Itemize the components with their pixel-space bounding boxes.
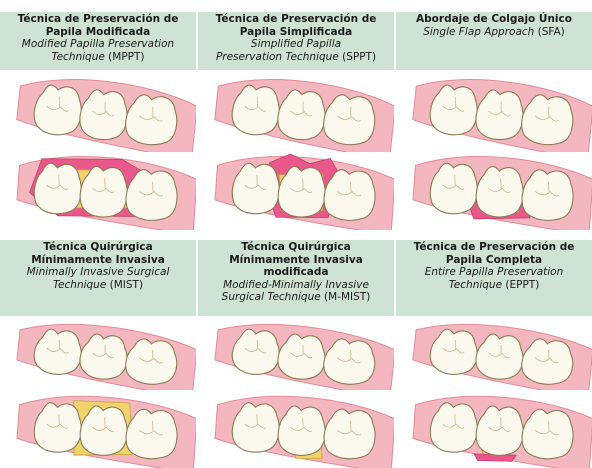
technique-title-line: Papila Modificada (2, 26, 194, 39)
technique-title-line: Mínimamente Invasiva (200, 254, 392, 267)
illustration-before (198, 72, 394, 152)
teeth-diagram (396, 148, 592, 230)
illustration-before (0, 72, 196, 152)
technique-title-line: Técnica de Preservación de (200, 13, 392, 26)
technique-abbreviation: (MPPT) (105, 51, 145, 63)
technique-title-line: Papila Simplificada (200, 26, 392, 39)
teeth-diagram (198, 148, 394, 230)
technique-english-name: Minimally Invasive Surgical (27, 266, 170, 278)
teeth-diagram (0, 388, 196, 468)
technique-english-name: Simplified Papilla (251, 38, 341, 50)
technique-subtitle-line: Technique (MIST) (2, 279, 194, 292)
teeth-diagram (0, 318, 196, 390)
technique-abbreviation: (SPPT) (339, 51, 376, 63)
illustration-incision (198, 388, 394, 468)
technique-subtitle-line: Technique (EPPT) (398, 279, 590, 292)
technique-abbreviation: (SFA) (534, 26, 564, 38)
illustration-before (198, 318, 394, 390)
technique-subtitle-line: Modified Papilla Preservation (2, 38, 194, 51)
teeth-diagram (396, 318, 592, 390)
technique-subtitle-line: Technique (MPPT) (2, 51, 194, 64)
technique-english-name: Technique (51, 51, 104, 63)
teeth-diagram (198, 72, 394, 152)
technique-title-line: Abordaje de Colgajo Único (398, 13, 590, 26)
technique-subtitle-line: Minimally Invasive Surgical (2, 266, 194, 279)
technique-abbreviation: (EPPT) (502, 279, 539, 291)
illustration-before (0, 318, 196, 390)
illustration-incision (396, 388, 592, 468)
illustration-before (396, 318, 592, 390)
technique-title-line: Técnica Quirúrgica (200, 241, 392, 254)
technique-subtitle-line: Surgical Technique (M-MIST) (200, 291, 392, 304)
teeth-diagram (198, 318, 394, 390)
technique-english-name: Entire Papilla Preservation (425, 266, 564, 278)
illustration-incision (396, 148, 592, 230)
technique-header: Técnica QuirúrgicaMínimamente Invasivamo… (198, 240, 394, 316)
technique-english-name: Surgical Technique (222, 291, 321, 303)
teeth-diagram (0, 72, 196, 152)
technique-abbreviation: (M-MIST) (321, 291, 371, 303)
technique-title-line: Técnica Quirúrgica (2, 241, 194, 254)
technique-subtitle-line: Preservation Technique (SPPT) (200, 51, 392, 64)
technique-title-line: modificada (200, 266, 392, 279)
teeth-diagram (396, 388, 592, 468)
illustration-incision (198, 148, 394, 230)
technique-subtitle-line: Modified-Minimally Invasive (200, 279, 392, 292)
technique-subtitle-line: Single Flap Approach (SFA) (398, 26, 590, 39)
technique-english-name: Technique (449, 279, 502, 291)
technique-english-name: Modified Papilla Preservation (22, 38, 174, 50)
technique-title-line: Técnica de Preservación de (2, 13, 194, 26)
illustration-incision (0, 388, 196, 468)
technique-header: Técnica de Preservación dePapila Simplif… (198, 12, 394, 70)
technique-title-line: Técnica de Preservación de (398, 241, 590, 254)
technique-title-line: Mínimamente Invasiva (2, 254, 194, 267)
illustration-incision (0, 148, 196, 230)
technique-subtitle-line: Simplified Papilla (200, 38, 392, 51)
illustration-before (396, 72, 592, 152)
technique-abbreviation: (MIST) (106, 279, 143, 291)
technique-subtitle-line: Entire Papilla Preservation (398, 266, 590, 279)
teeth-diagram (0, 148, 196, 230)
technique-header: Técnica de Preservación dePapila Complet… (396, 240, 592, 316)
technique-english-name: Modified-Minimally Invasive (223, 279, 369, 291)
teeth-diagram (198, 388, 394, 468)
technique-english-name: Single Flap Approach (423, 26, 534, 38)
teeth-diagram (396, 72, 592, 152)
technique-title-line: Papila Completa (398, 254, 590, 267)
technique-english-name: Preservation Technique (216, 51, 339, 63)
technique-english-name: Technique (53, 279, 106, 291)
